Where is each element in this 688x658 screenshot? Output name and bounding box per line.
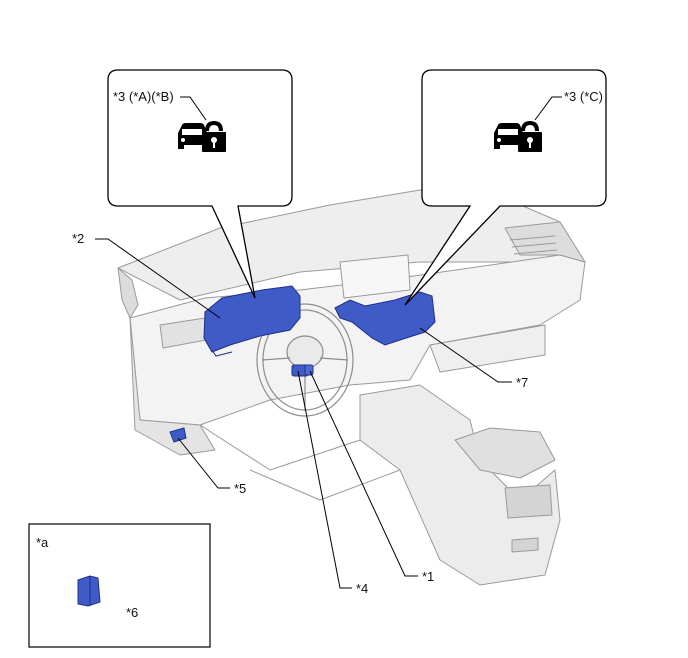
callout-box-right — [404, 69, 607, 306]
part-5 — [169, 427, 187, 443]
inset-label-a: *a — [36, 535, 49, 550]
callout-label-4: *4 — [356, 581, 369, 596]
leader-line-3-left — [180, 96, 207, 121]
part-1 — [304, 364, 314, 376]
door-lock-icon — [494, 121, 542, 152]
callout-label-3-left: *3 (*A)(*B) — [113, 89, 174, 104]
inset-box — [28, 523, 211, 648]
callout-label-3-right: *3 (*C) — [564, 89, 604, 104]
callout-label-1: *1 — [422, 569, 435, 584]
door-lock-icon — [178, 121, 226, 152]
callout-label-2: *2 — [72, 231, 85, 246]
part-6 — [77, 575, 101, 607]
center-unit — [334, 291, 436, 346]
callout-label-7: *7 — [516, 375, 529, 390]
leader-line-3-right — [534, 96, 562, 121]
combination-meter — [203, 285, 301, 353]
steering-wheel — [256, 303, 354, 417]
callout-label-5: *5 — [234, 481, 247, 496]
combination-meter-edge — [211, 349, 233, 357]
callout-box-left — [107, 69, 293, 299]
callout-label-6: *6 — [126, 605, 139, 620]
